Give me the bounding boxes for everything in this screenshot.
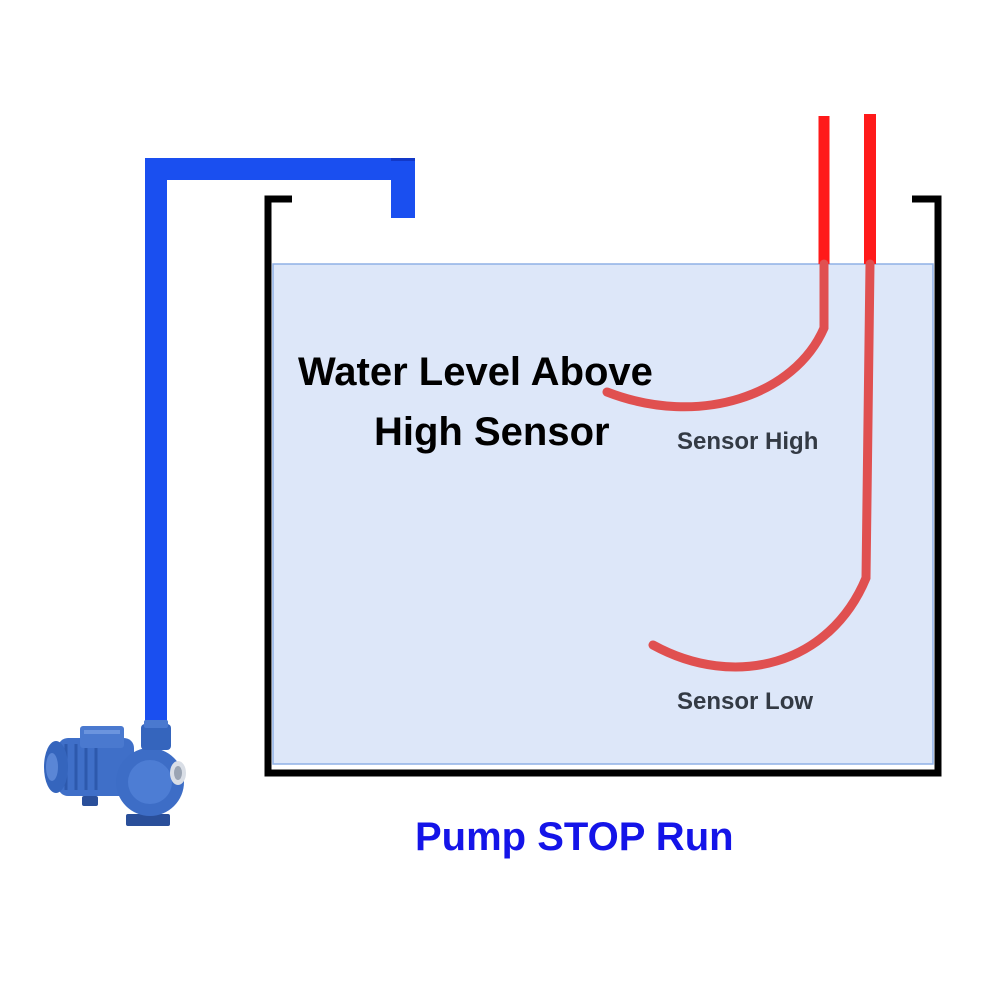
sensor-low-probe xyxy=(648,114,876,672)
status-title-line-1: Water Level Above xyxy=(298,350,653,394)
inlet-pipe xyxy=(145,158,415,733)
status-title-line-2: High Sensor xyxy=(374,410,610,454)
sensor-high-probe xyxy=(602,116,830,412)
tank-wall xyxy=(264,195,942,777)
sensor-high-label: Sensor High xyxy=(677,428,819,455)
pump-status-label: Pump STOP Run xyxy=(415,815,734,859)
water-pump-icon xyxy=(44,720,186,826)
water-fill xyxy=(272,263,934,765)
sensor-low-label: Sensor Low xyxy=(677,688,814,715)
